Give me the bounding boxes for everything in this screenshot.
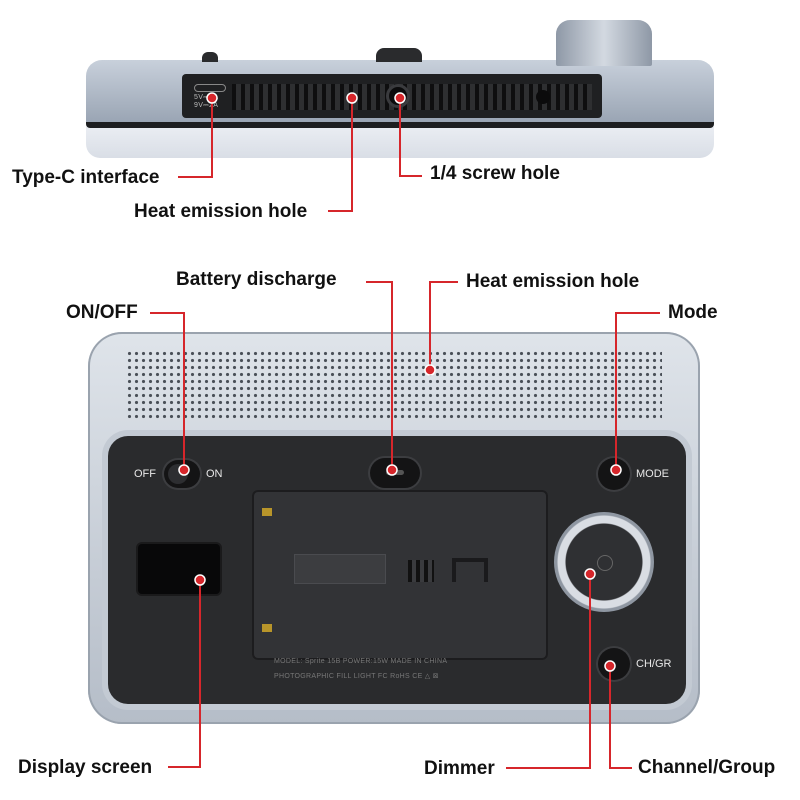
callout-on-off: ON/OFF	[66, 302, 138, 323]
power-switch-knob	[168, 464, 188, 484]
port-rating-2: 9V⎓2A	[194, 102, 219, 109]
top-bump-center	[376, 48, 422, 62]
dimmer-dial-center	[597, 555, 613, 571]
callout-mode: Mode	[668, 302, 718, 323]
callout-heat-hole-back: Heat emission hole	[466, 271, 640, 292]
type-c-slot	[194, 84, 226, 92]
switch-on-label: ON	[206, 468, 223, 480]
callout-channel-group: Channel/Group	[638, 757, 776, 778]
product-info-line: PHOTOGRAPHIC FILL LIGHT FC RoHS CE △ ⊠	[274, 673, 439, 680]
mode-button[interactable]	[598, 458, 630, 490]
callout-heat-hole-top: Heat emission hole	[134, 201, 308, 222]
callout-screw-hole: 1/4 screw hole	[430, 163, 560, 184]
channel-group-button-label: CH/GR	[636, 658, 672, 670]
channel-group-button[interactable]	[598, 648, 630, 680]
battery-mount-plate	[252, 490, 548, 660]
top-view-device: 5V⎓2A 9V⎓2A	[86, 20, 714, 158]
battery-discharge-button[interactable]	[370, 458, 420, 488]
type-c-port[interactable]: 5V⎓2A 9V⎓2A	[190, 82, 230, 110]
top-bump-left	[202, 52, 218, 62]
mode-button-label: MODE	[636, 468, 669, 480]
battery-contact-top	[262, 508, 272, 516]
port-rating-1: 5V⎓2A	[194, 94, 219, 101]
display-screen	[138, 544, 220, 594]
screw-hole	[386, 84, 410, 108]
battery-clip	[452, 558, 488, 582]
control-panel: OFF ON MODE CH/GR MODEL: Sprite 15B	[108, 436, 686, 704]
heat-emission-grille	[126, 350, 662, 420]
battery-label-sticker	[294, 554, 386, 584]
battery-latch	[408, 560, 434, 582]
battery-contact-bottom	[262, 624, 272, 632]
model-info-line: MODEL: Sprite 15B POWER:15W MADE IN CHIN…	[274, 658, 448, 665]
top-vent-strip: 5V⎓2A 9V⎓2A	[182, 74, 602, 118]
switch-off-label: OFF	[134, 468, 156, 480]
callout-dimmer: Dimmer	[424, 758, 495, 779]
battery-discharge-slot	[386, 470, 404, 475]
back-view-device: OFF ON MODE CH/GR MODEL: Sprite 15B	[88, 332, 700, 724]
callout-display-screen: Display screen	[18, 757, 153, 778]
dimmer-knob-top[interactable]	[556, 20, 652, 66]
callout-type-c: Type-C interface	[12, 167, 160, 188]
dimmer-dial[interactable]	[554, 512, 654, 612]
vent-dot	[536, 90, 550, 104]
power-switch[interactable]	[164, 460, 200, 488]
callout-battery-discharge: Battery discharge	[176, 269, 337, 290]
